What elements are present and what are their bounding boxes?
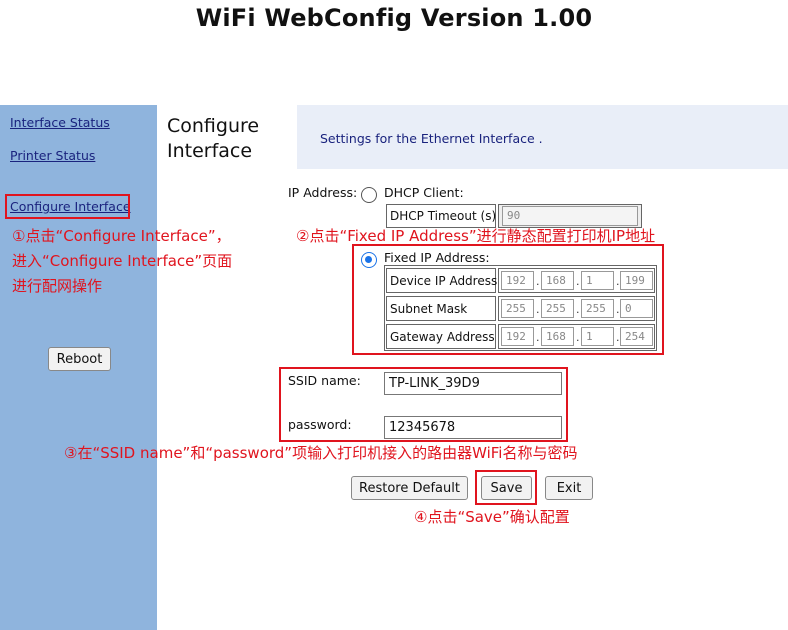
section-title: Configure Interface bbox=[167, 114, 259, 164]
save-button[interactable]: Save bbox=[481, 476, 532, 500]
dhcp-timeout-label: DHCP Timeout (s) bbox=[386, 204, 496, 228]
device-ip-octet-4[interactable]: 199 bbox=[620, 271, 653, 290]
device-ip-octet-1[interactable]: 192 bbox=[501, 271, 534, 290]
dhcp-timeout-input[interactable]: 90 bbox=[502, 206, 638, 226]
fixed-ip-radio[interactable] bbox=[361, 252, 377, 268]
highlight-save bbox=[475, 470, 537, 505]
dhcp-label: DHCP Client: bbox=[384, 185, 464, 200]
password-input[interactable]: 12345678 bbox=[384, 416, 562, 439]
subnet-octet-3[interactable]: 255 bbox=[581, 299, 614, 318]
subnet-octet-1[interactable]: 255 bbox=[501, 299, 534, 318]
ssid-input[interactable]: TP-LINK_39D9 bbox=[384, 372, 562, 395]
subnet-octet-2[interactable]: 255 bbox=[541, 299, 574, 318]
section-title-line1: Configure bbox=[167, 115, 260, 137]
section-title-line2: Interface bbox=[167, 140, 253, 162]
sidebar: Interface Status Printer Status Configur… bbox=[0, 105, 157, 630]
exit-button[interactable]: Exit bbox=[545, 476, 593, 500]
highlight-fixed-ip bbox=[352, 244, 664, 355]
highlight-configure-interface bbox=[5, 194, 130, 219]
restore-default-button[interactable]: Restore Default bbox=[351, 476, 468, 500]
ssid-label: SSID name: bbox=[288, 373, 361, 388]
fixed-ip-table bbox=[384, 265, 657, 351]
gateway-octet-3[interactable]: 1 bbox=[581, 327, 614, 346]
reboot-button[interactable]: Reboot bbox=[48, 347, 111, 371]
sidebar-item-configure-interface[interactable]: Configure Interface bbox=[10, 199, 131, 214]
password-label: password: bbox=[288, 417, 352, 432]
gateway-label: Gateway Address bbox=[386, 324, 496, 349]
annotation-step1-line1: ①点击“Configure Interface”， bbox=[12, 227, 231, 245]
annotation-step2: ②点击“Fixed IP Address”进行静态配置打印机IP地址 bbox=[296, 227, 656, 245]
annotation-step1-line3: 进行配网操作 bbox=[12, 277, 103, 295]
gateway-octet-1[interactable]: 192 bbox=[501, 327, 534, 346]
sidebar-item-printer-status[interactable]: Printer Status bbox=[10, 148, 96, 163]
device-ip-label: Device IP Address bbox=[386, 268, 497, 293]
gateway-octet-2[interactable]: 168 bbox=[541, 327, 574, 346]
sidebar-item-interface-status[interactable]: Interface Status bbox=[10, 115, 110, 130]
ip-address-label: IP Address: bbox=[288, 185, 358, 200]
device-ip-octet-3[interactable]: 1 bbox=[581, 271, 614, 290]
page-title: WiFi WebConfig Version 1.00 bbox=[195, 4, 593, 32]
subnet-mask-label: Subnet Mask bbox=[386, 296, 496, 321]
subnet-octet-4[interactable]: 0 bbox=[620, 299, 653, 318]
annotation-step4: ④点击“Save”确认配置 bbox=[414, 508, 570, 526]
dhcp-radio[interactable] bbox=[361, 187, 377, 203]
fixed-ip-label: Fixed IP Address: bbox=[384, 250, 490, 265]
annotation-step1-line2: 进入“Configure Interface”页面 bbox=[12, 252, 233, 270]
gateway-octet-4[interactable]: 254 bbox=[620, 327, 653, 346]
device-ip-octet-2[interactable]: 168 bbox=[541, 271, 574, 290]
annotation-step3: ③在“SSID name”和“password”项输入打印机接入的路由器WiFi… bbox=[64, 444, 578, 462]
section-description: Settings for the Ethernet Interface . bbox=[320, 131, 543, 146]
highlight-wifi-credentials bbox=[279, 367, 568, 442]
